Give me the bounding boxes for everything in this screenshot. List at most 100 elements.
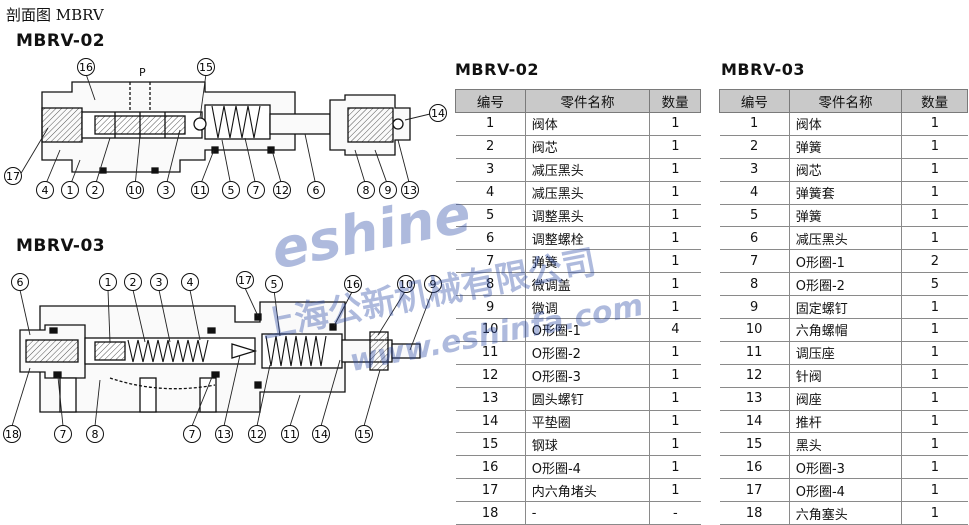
cell-quantity: - <box>649 501 701 525</box>
callout-17: 17 <box>236 271 254 289</box>
cell-number: 9 <box>455 295 526 320</box>
cell-number: 18 <box>455 501 526 525</box>
cell-part-name: 调压座 <box>788 340 903 365</box>
cell-quantity: 1 <box>649 409 701 434</box>
cell-quantity: 1 <box>649 134 701 159</box>
cell-part-name: 内六角堵头 <box>524 478 651 503</box>
cell-part-name: 微调 <box>524 295 651 320</box>
cell-part-name: - <box>524 501 651 525</box>
mbrv-02-callouts: 16 15 14 17 4 1 2 10 3 11 5 7 12 6 8 9 1… <box>4 58 447 199</box>
cell-quantity: 1 <box>649 226 701 251</box>
mbrv-02-drawing <box>41 81 411 174</box>
callout-7: 7 <box>247 181 265 199</box>
table-header-row: 编号 零件名称 数量 <box>719 89 968 113</box>
cell-part-name: 六角塞头 <box>788 501 903 525</box>
cell-quantity: 1 <box>901 386 968 411</box>
cell-number: 1 <box>719 112 790 136</box>
svg-text:7: 7 <box>60 428 67 441</box>
callout-5: 5 <box>222 181 240 199</box>
callout-4: 4 <box>181 273 199 291</box>
callout-3: 3 <box>157 181 175 199</box>
p-port-label: P <box>139 66 146 79</box>
svg-text:11: 11 <box>193 184 207 197</box>
cell-number: 4 <box>455 180 526 205</box>
table-header-row: 编号 零件名称 数量 <box>455 89 701 113</box>
cell-quantity: 1 <box>649 203 701 228</box>
callout-8: 8 <box>86 425 104 443</box>
svg-text:17: 17 <box>6 170 20 183</box>
section-label-mbrv-02: MBRV-02 <box>16 31 106 51</box>
svg-text:11: 11 <box>283 428 297 441</box>
cell-part-name: 微调盖 <box>524 272 651 297</box>
cell-number: 8 <box>455 272 526 297</box>
mbrv-02-leaders <box>19 73 431 187</box>
svg-text:3: 3 <box>163 184 170 197</box>
callout-9: 9 <box>379 181 397 199</box>
cell-number: 17 <box>719 478 790 503</box>
svg-text:9: 9 <box>385 184 392 197</box>
svg-text:10: 10 <box>399 278 413 291</box>
cell-number: 9 <box>719 295 790 320</box>
cell-part-name: O形圈-3 <box>524 363 651 388</box>
callout-12: 12 <box>248 425 266 443</box>
cell-part-name: O形圈-1 <box>788 249 903 274</box>
callout-2: 2 <box>124 273 142 291</box>
cell-number: 7 <box>719 249 790 274</box>
cell-quantity: 5 <box>901 272 968 297</box>
cell-part-name: 推杆 <box>788 409 903 434</box>
mbrv-03-callouts: 6 1 2 3 4 17 5 16 10 9 18 7 8 7 13 12 11… <box>3 271 442 443</box>
cell-part-name: 针阀 <box>788 363 903 388</box>
cell-number: 5 <box>455 203 526 228</box>
cell-part-name: 六角螺帽 <box>788 318 903 342</box>
callout-13: 13 <box>401 181 419 199</box>
cell-part-name: O形圈-4 <box>524 455 651 480</box>
svg-text:15: 15 <box>357 428 371 441</box>
cell-quantity: 1 <box>901 455 968 480</box>
page-title: 剖面图 MBRV <box>6 6 104 24</box>
callout-8: 8 <box>357 181 375 199</box>
callout-1: 1 <box>61 181 79 199</box>
cell-quantity: 1 <box>649 157 701 182</box>
cell-quantity: 2 <box>901 249 968 274</box>
header-number: 编号 <box>455 89 526 113</box>
cell-quantity: 1 <box>901 203 968 228</box>
cell-part-name: O形圈-2 <box>524 340 651 365</box>
cell-quantity: 1 <box>649 249 701 274</box>
cell-part-name: O形圈-3 <box>788 455 903 480</box>
cross-section-drawings: P 16 15 14 17 4 1 2 10 3 11 5 7 12 6 8 9… <box>3 58 447 443</box>
cell-quantity: 1 <box>649 340 701 365</box>
cell-quantity: 1 <box>901 112 968 136</box>
cell-number: 12 <box>719 363 790 388</box>
callout-15: 15 <box>355 425 373 443</box>
svg-text:12: 12 <box>250 428 264 441</box>
callout-12: 12 <box>273 181 291 199</box>
svg-text:6: 6 <box>17 276 24 289</box>
callout-6: 6 <box>11 273 29 291</box>
callout-14: 14 <box>312 425 330 443</box>
table-title-mbrv-03: MBRV-03 <box>721 60 806 79</box>
cell-quantity: 1 <box>901 157 968 182</box>
cell-part-name: 平垫圈 <box>524 409 651 434</box>
cell-number: 17 <box>455 478 526 503</box>
header-number: 编号 <box>719 89 790 113</box>
svg-text:12: 12 <box>275 184 289 197</box>
mbrv-03-drawing <box>19 301 421 413</box>
cell-number: 12 <box>455 363 526 388</box>
cell-part-name: O形圈-1 <box>524 318 651 342</box>
cell-part-name: 调整螺栓 <box>524 226 651 251</box>
